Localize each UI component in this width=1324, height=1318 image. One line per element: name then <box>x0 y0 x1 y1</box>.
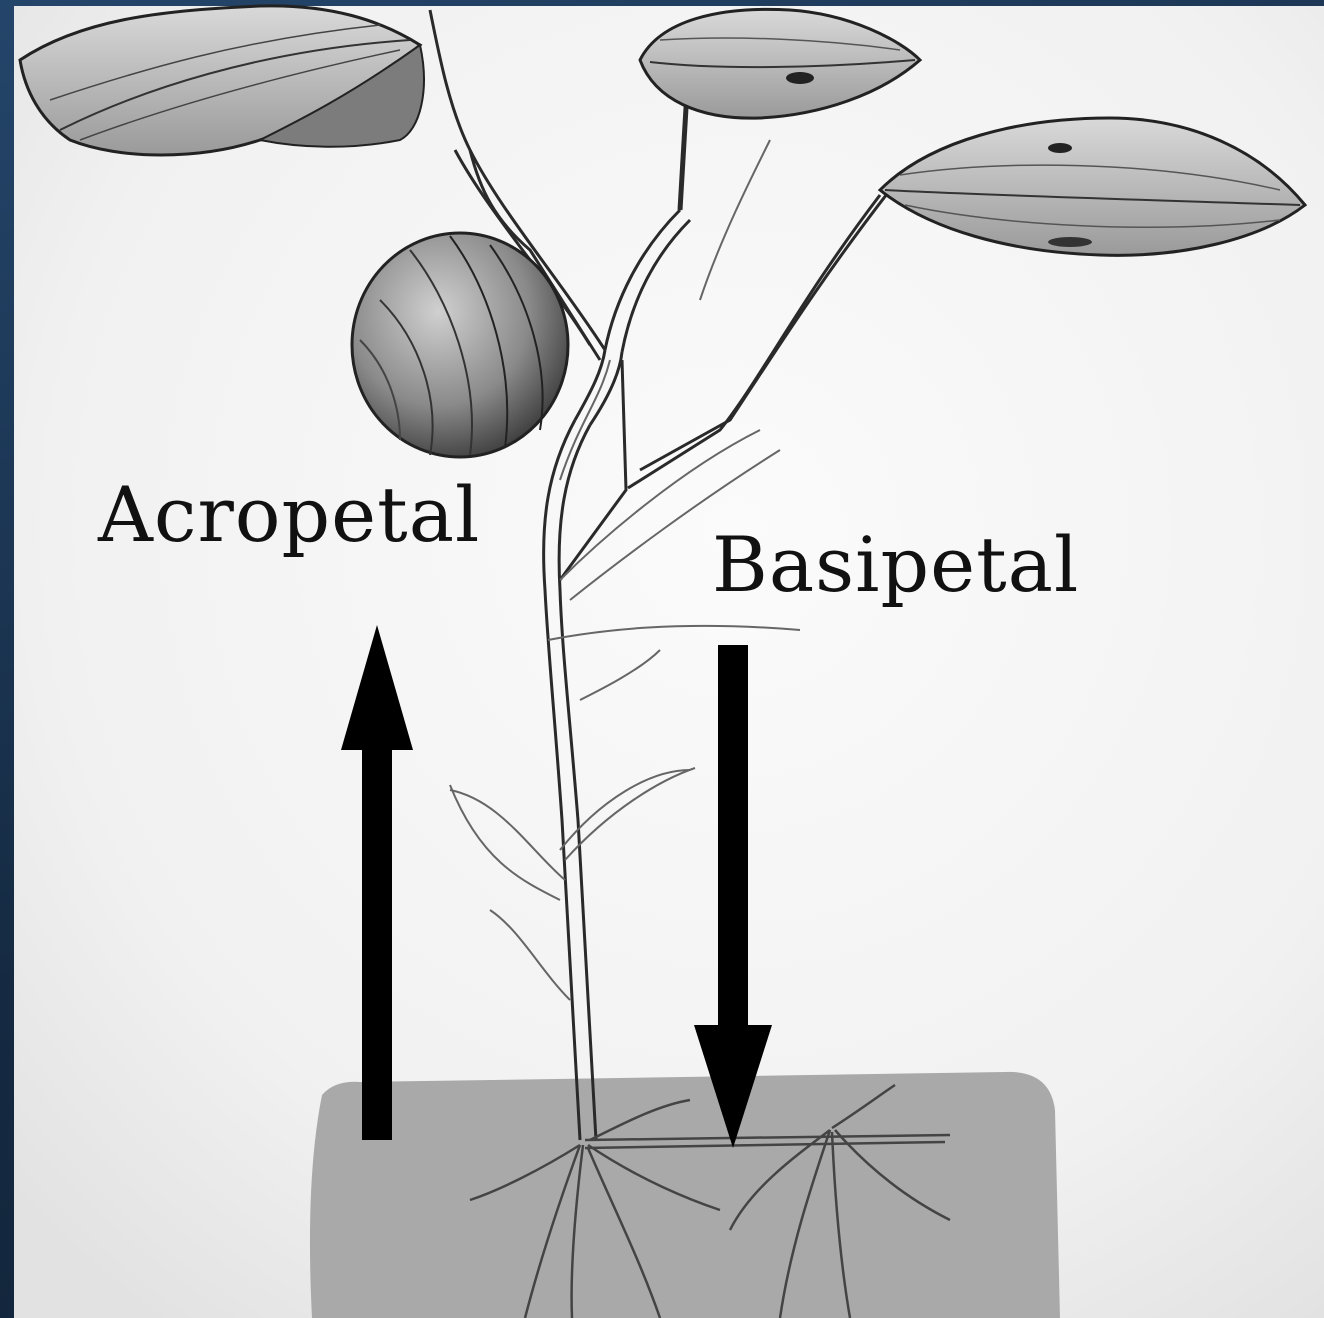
acropetal-label: Acropetal <box>98 470 480 559</box>
basipetal-label: Basipetal <box>712 520 1079 609</box>
fruit <box>352 233 568 457</box>
soil-area <box>310 1072 1060 1318</box>
